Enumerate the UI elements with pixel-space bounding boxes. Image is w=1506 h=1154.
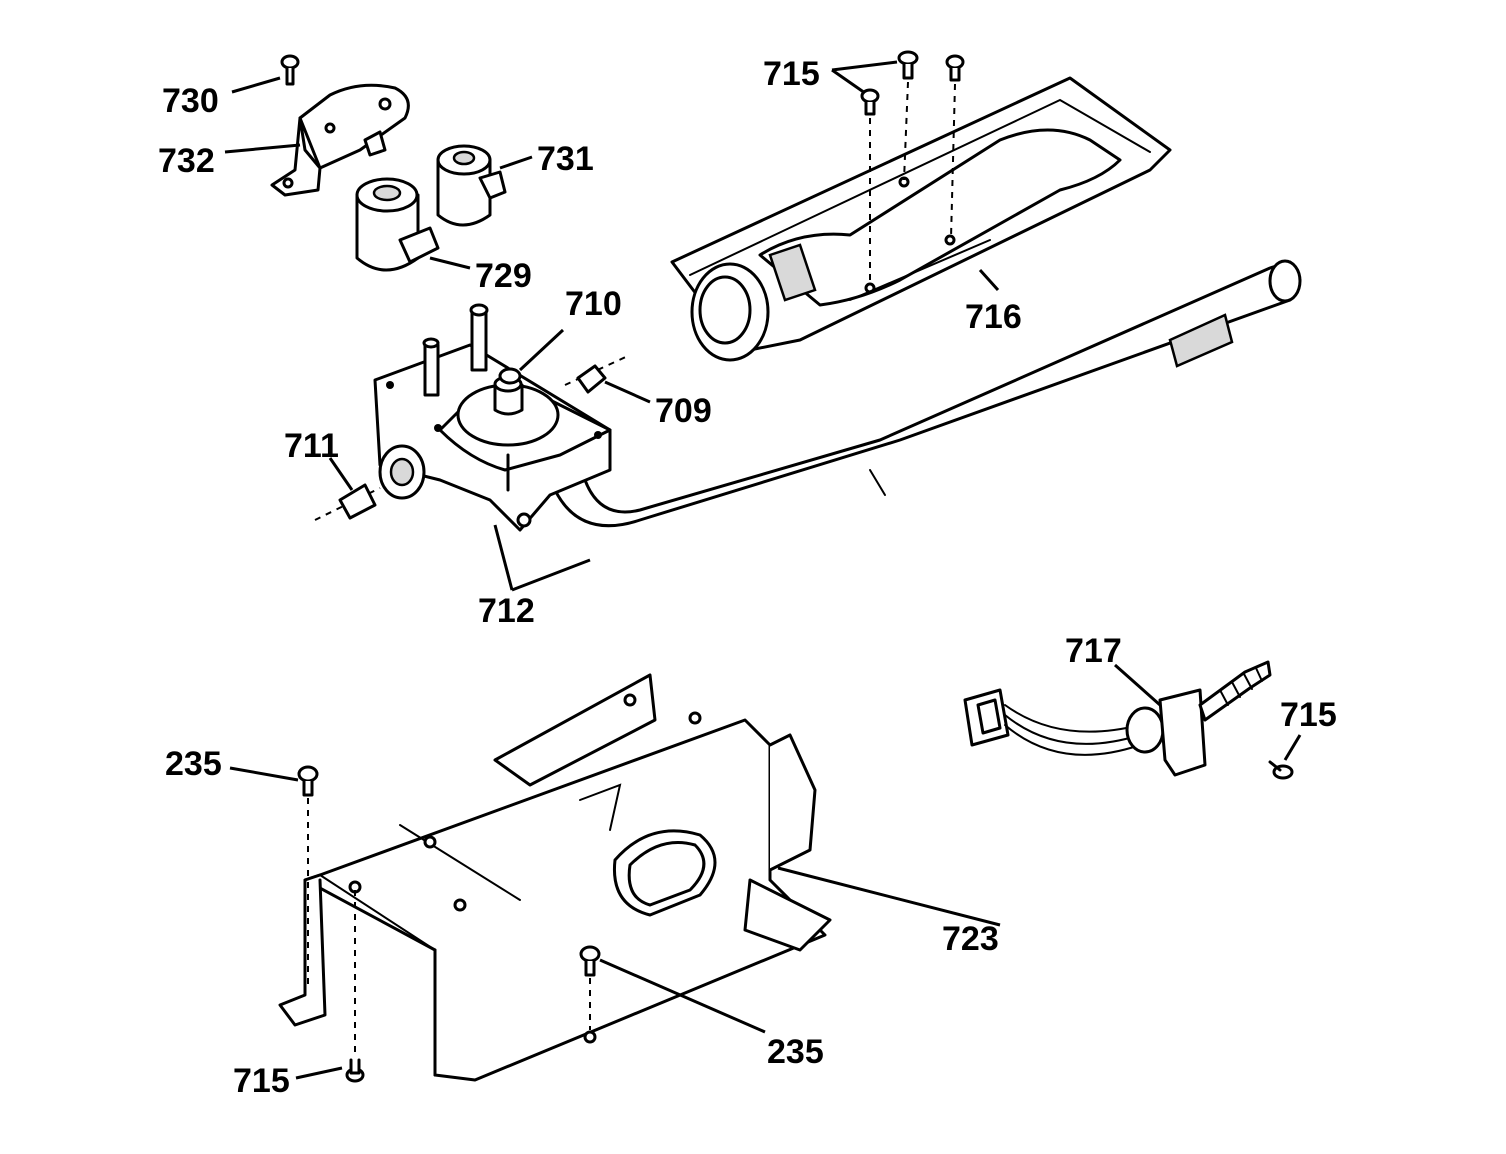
callout-717: 717 [1065,632,1122,670]
part-730-screw [280,54,300,86]
callout-716: 716 [965,298,1022,336]
part-235-screws [297,765,601,1030]
callout-723: 723 [942,920,999,958]
part-731-solenoid-coil [436,144,507,227]
callout-729: 729 [475,257,532,295]
callout-732: 732 [158,142,215,180]
leader-lines [224,60,1302,1080]
callout-235-bottom: 235 [767,1033,824,1071]
part-732-bracket [270,83,410,197]
part-715-screw-right [1268,760,1294,780]
callout-711: 711 [284,427,339,465]
part-716-trough [670,76,1172,362]
part-715-screws-top [860,50,965,286]
callout-712: 712 [478,592,535,630]
part-711-plug [314,483,381,521]
part-712-valve-body [373,303,612,532]
part-715-screw-bottom [345,890,365,1083]
part-729-solenoid-coil [355,177,440,272]
callout-710: 710 [565,285,622,323]
part-723-bracket [278,673,832,1082]
callout-715-right: 715 [1280,696,1337,734]
part-709-plug [564,354,631,394]
part-717-harness [963,660,1272,777]
callout-235-left: 235 [165,745,222,783]
callout-731: 731 [537,140,594,178]
callout-730: 730 [162,82,219,120]
part-fill-tube [553,259,1302,528]
callout-715-bottom: 715 [233,1062,290,1100]
callout-709: 709 [655,392,712,430]
callout-715-top: 715 [763,55,820,93]
